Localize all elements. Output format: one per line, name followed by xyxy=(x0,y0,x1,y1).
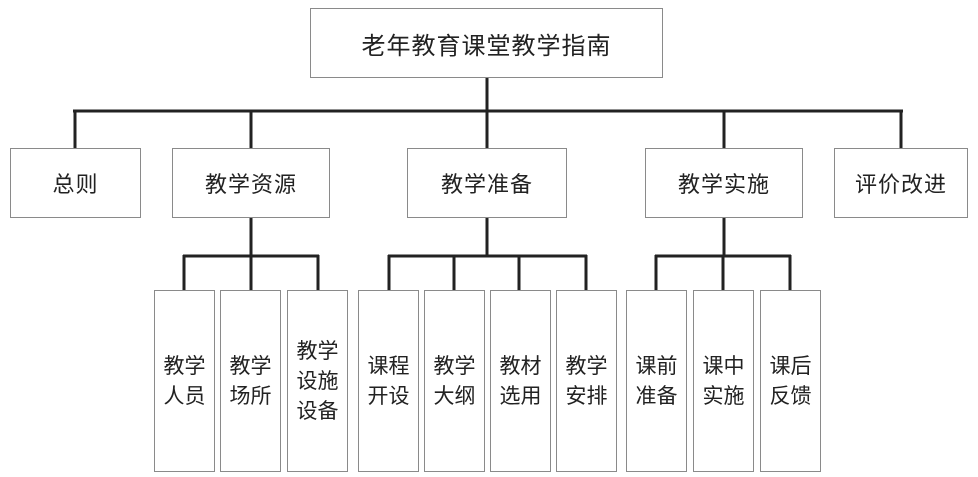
leaf-textbook-selection: 教材 选用 xyxy=(490,290,551,472)
leaf-teaching-schedule: 教学 安排 xyxy=(556,290,617,472)
leaf-in-class: 课中 实施 xyxy=(693,290,754,472)
node-teaching-implementation: 教学实施 xyxy=(645,148,803,218)
node-evaluation-improvement: 评价改进 xyxy=(834,148,968,218)
leaf-teaching-staff: 教学 人员 xyxy=(154,290,215,472)
leaf-teaching-facilities: 教学 设施 设备 xyxy=(287,290,348,472)
node-general: 总则 xyxy=(10,148,141,218)
node-teaching-resources: 教学资源 xyxy=(172,148,330,218)
leaf-before-class: 课前 准备 xyxy=(626,290,687,472)
node-teaching-preparation: 教学准备 xyxy=(407,148,567,218)
leaf-after-class: 课后 反馈 xyxy=(760,290,821,472)
root-node: 老年教育课堂教学指南 xyxy=(310,8,663,78)
leaf-teaching-venue: 教学 场所 xyxy=(220,290,281,472)
leaf-course-offering: 课程 开设 xyxy=(358,290,419,472)
leaf-syllabus: 教学 大纲 xyxy=(424,290,485,472)
